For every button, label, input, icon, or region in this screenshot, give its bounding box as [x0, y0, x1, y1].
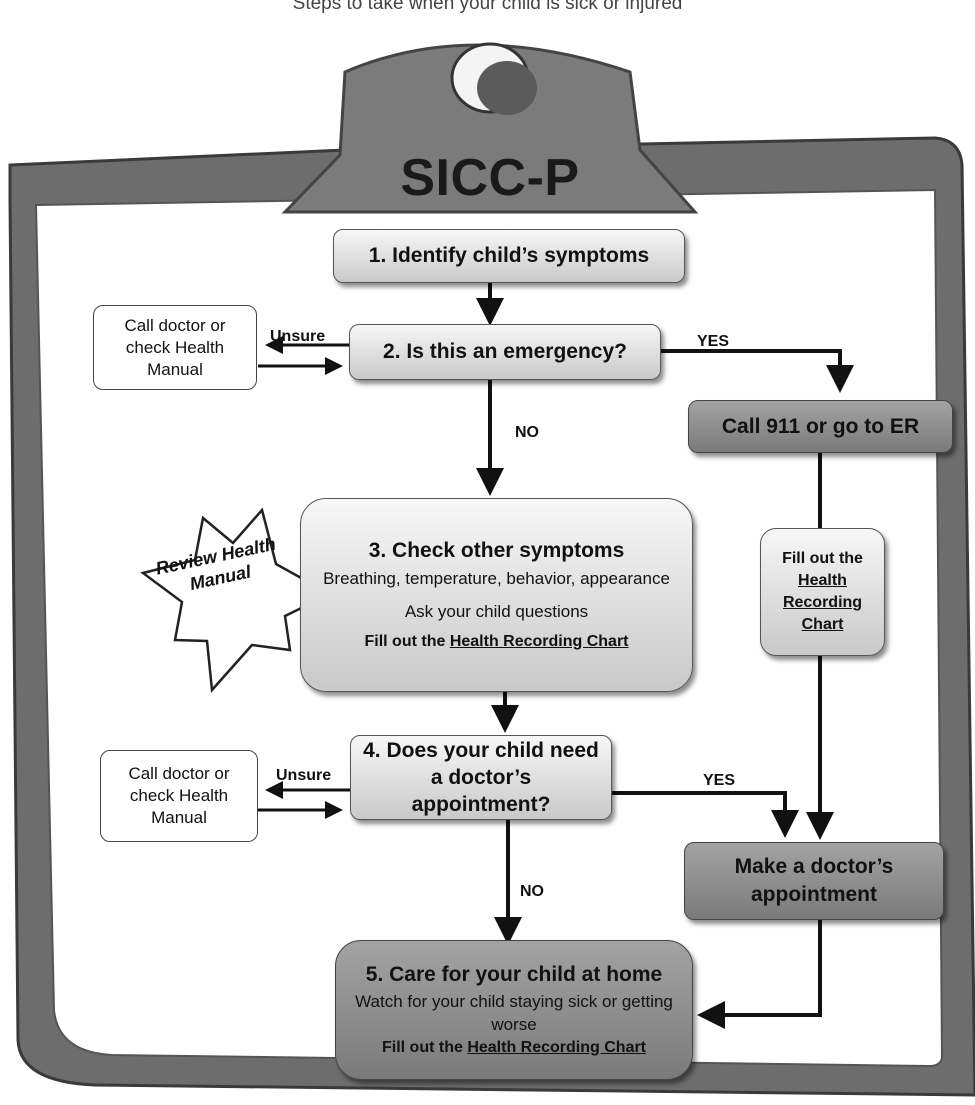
step-3-title: 3. Check other symptoms	[368, 539, 625, 562]
step-2-box: 2. Is this an emergency?	[349, 324, 661, 380]
call-doctor-box-top: Call doctor or check Health Manual	[93, 305, 257, 390]
no-label-top: NO	[515, 424, 539, 441]
step-5-line1: Watch for your child staying sick or get…	[355, 992, 673, 1034]
unsure-label-top: Unsure	[270, 328, 326, 345]
step-5-box: 5. Care for your child at home Watch for…	[335, 940, 693, 1080]
fill-chart-prefix: Fill out the	[782, 550, 863, 567]
step-1-box: 1. Identify child’s symptoms	[333, 229, 685, 283]
unsure-label-bottom: Unsure	[276, 767, 332, 784]
make-appointment-text: Make a doctor’s appointment	[734, 855, 894, 906]
sicc-p-title: SICC-P	[400, 149, 580, 207]
step-4-box: 4. Does your child need a doctor’s appoi…	[350, 735, 612, 820]
step-3-line2: Ask your child questions	[404, 602, 589, 621]
crescent-icon	[450, 42, 537, 115]
call-doctor-box-bottom: Call doctor or check Health Manual	[100, 750, 258, 842]
call-doctor-text-bottom: Call doctor or check Health Manual	[128, 764, 230, 827]
yes-label-top: YES	[697, 333, 730, 350]
step-1-title: 1. Identify child’s symptoms	[368, 244, 650, 267]
health-recording-chart-link[interactable]: Health Recording Chart	[782, 572, 863, 633]
arrow-appt-to-s5	[697, 920, 822, 1029]
step-5-health-chart-link[interactable]: Health Recording Chart	[467, 1039, 646, 1056]
yes-label-bottom: YES	[703, 772, 736, 789]
call-911-box: Call 911 or go to ER	[688, 400, 953, 453]
make-appointment-box: Make a doctor’s appointment	[684, 842, 944, 920]
step-5-fill-prefix: Fill out the	[381, 1039, 468, 1056]
page-caption: Steps to take when your child is sick or…	[292, 0, 683, 14]
step-5-title: 5. Care for your child at home	[365, 963, 663, 986]
call-doctor-text: Call doctor or check Health Manual	[124, 315, 226, 379]
step-2-title: 2. Is this an emergency?	[383, 340, 627, 363]
step-4-title: 4. Does your child need a doctor’s appoi…	[363, 739, 599, 816]
fill-chart-box: Fill out the Health Recording Chart	[760, 528, 885, 656]
step-3-box: 3. Check other symptoms Breathing, tempe…	[300, 498, 693, 692]
call-911-text: Call 911 or go to ER	[721, 414, 920, 438]
no-label-bottom: NO	[520, 883, 544, 900]
step-3-fill-prefix: Fill out the	[364, 633, 450, 650]
arrow-s4-yes	[612, 791, 799, 838]
step-3-health-chart-link[interactable]: Health Recording Chart	[449, 633, 629, 650]
arrow-s2-yes	[660, 349, 854, 393]
step-3-line1: Breathing, temperature, behavior, appear…	[323, 569, 670, 588]
